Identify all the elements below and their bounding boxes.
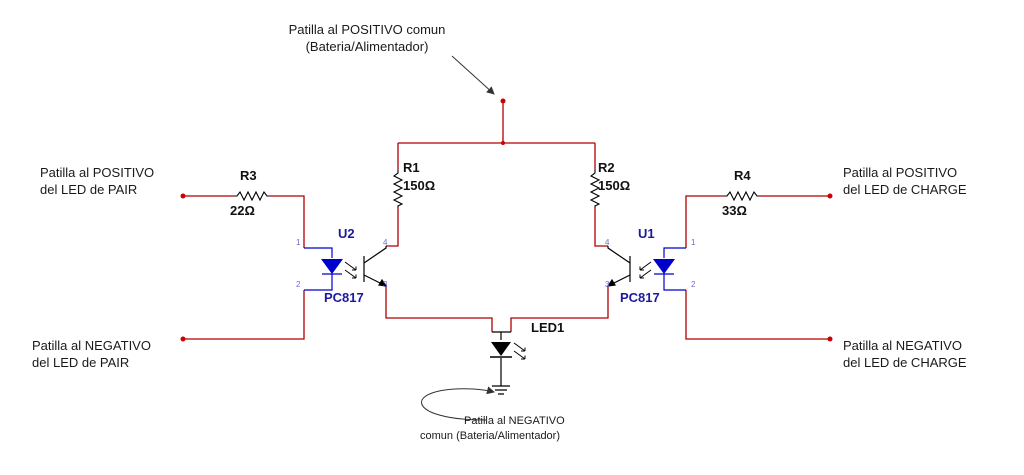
wire-r1-branch xyxy=(386,143,399,247)
u1-light-arrows-icon xyxy=(639,261,652,279)
u2-pin-1: 1 xyxy=(296,238,301,247)
u2-emitter-led-icon xyxy=(321,259,343,274)
u2-part: PC817 xyxy=(324,290,364,305)
wire-r2-branch xyxy=(594,143,608,247)
terminal-pos-charge xyxy=(827,193,833,199)
u2-ref: U2 xyxy=(338,226,355,241)
terminals xyxy=(180,98,833,342)
u2-phototransistor-icon xyxy=(363,246,388,287)
u2-light-arrows-icon xyxy=(344,261,357,279)
resistor-r4 xyxy=(723,190,760,202)
pin-numbers: 1 2 3 4 1 2 3 4 xyxy=(296,238,696,289)
r3-value: 22Ω xyxy=(230,203,255,218)
led1 xyxy=(490,342,526,360)
u2-pin-3: 3 xyxy=(383,280,388,289)
note-pos-charge-line1: Patilla al POSITIVO xyxy=(843,165,957,180)
component-labels: R1 150Ω R2 150Ω R3 22Ω R4 33Ω U2 PC817 U… xyxy=(230,160,751,335)
resistors xyxy=(233,170,760,208)
r4-ref: R4 xyxy=(734,168,751,183)
note-neg-pair-line2: del LED de PAIR xyxy=(32,355,129,370)
u1-pin-2: 2 xyxy=(691,280,696,289)
wire-pos-pair xyxy=(183,195,305,248)
r2-value: 150Ω xyxy=(598,178,630,193)
r1-value: 150Ω xyxy=(403,178,435,193)
junction-top xyxy=(501,141,505,145)
led1-diode-icon xyxy=(491,342,511,356)
wire-positive-common xyxy=(398,101,595,144)
r1-ref: R1 xyxy=(403,160,420,175)
r3-ref: R3 xyxy=(240,168,257,183)
u2-pin-2: 2 xyxy=(296,280,301,289)
note-neg-common-line2: comun (Bateria/Alimentador) xyxy=(420,430,560,442)
note-pos-charge-line2: del LED de CHARGE xyxy=(843,182,967,197)
note-neg-common-line1: Patilla al NEGATIVO xyxy=(464,415,565,427)
note-pos-pair-line2: del LED de PAIR xyxy=(40,182,137,197)
terminal-neg-pair xyxy=(180,336,186,342)
r4-value: 33Ω xyxy=(722,203,747,218)
u1-part: PC817 xyxy=(620,290,660,305)
terminal-pos-common xyxy=(500,98,506,104)
resistor-r1 xyxy=(392,170,404,208)
wire-pos-charge xyxy=(685,195,830,248)
ground-symbol xyxy=(492,385,510,395)
u1-pin-3: 3 xyxy=(605,280,610,289)
arrow-pos-common-icon xyxy=(451,55,495,95)
r2-ref: R2 xyxy=(598,160,615,175)
u1-emitter-led-icon xyxy=(653,259,675,274)
arrow-neg-common-icon xyxy=(421,386,495,421)
led1-light-arrows-icon xyxy=(513,342,526,360)
optocoupler-u2 xyxy=(304,246,388,291)
note-pos-pair-line1: Patilla al POSITIVO xyxy=(40,165,154,180)
terminal-pos-pair xyxy=(180,193,186,199)
note-pos-common-line1: Patilla al POSITIVO comun xyxy=(289,22,446,37)
u1-pin-1: 1 xyxy=(691,238,696,247)
terminal-neg-charge xyxy=(827,336,833,342)
wire-emitters-led xyxy=(385,286,609,332)
note-pos-common-line2: (Bateria/Alimentador) xyxy=(306,39,429,54)
wire-neg-pair xyxy=(183,290,305,340)
note-neg-charge-line1: Patilla al NEGATIVO xyxy=(843,338,962,353)
u1-ref: U1 xyxy=(638,226,655,241)
note-neg-charge-line2: del LED de CHARGE xyxy=(843,355,967,370)
u1-pin-4: 4 xyxy=(605,238,610,247)
led-stubs xyxy=(492,331,511,395)
resistor-r3 xyxy=(233,190,270,202)
note-neg-pair-line1: Patilla al NEGATIVO xyxy=(32,338,151,353)
u2-pin-4: 4 xyxy=(383,238,388,247)
optocoupler-u1 xyxy=(606,246,686,291)
wire-neg-charge xyxy=(685,290,830,340)
connection-notes: Patilla al POSITIVO comun (Bateria/Alime… xyxy=(32,22,967,442)
resistor-r2 xyxy=(589,170,601,208)
u1-phototransistor-icon xyxy=(606,246,631,287)
led1-ref: LED1 xyxy=(531,320,564,335)
wires xyxy=(183,101,830,340)
